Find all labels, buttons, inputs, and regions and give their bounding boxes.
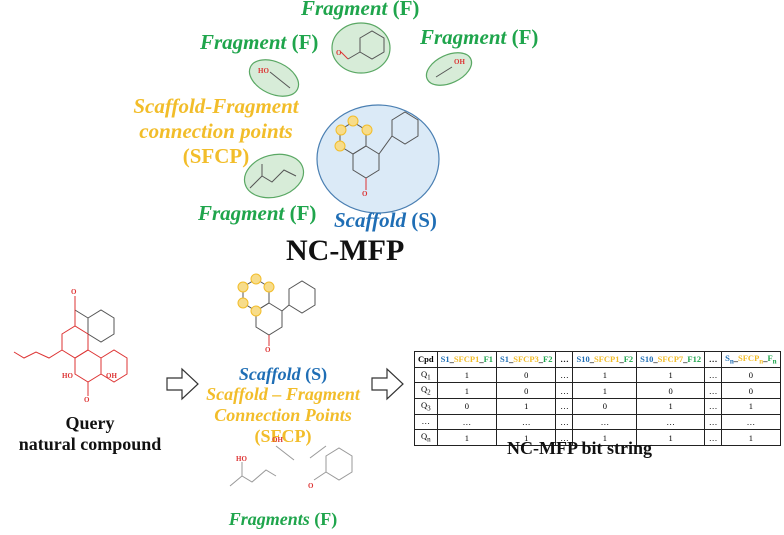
scaffold-label-top: Scaffold (S) (334, 208, 437, 232)
header-ellipsis-1: … (555, 351, 574, 368)
table-cell: 0 (721, 382, 781, 400)
row-cpd: … (414, 413, 438, 431)
fragment-label-right: Fragment (F) (420, 25, 539, 49)
table-header-row: Cpd S1_SFCP1_F1 S1_SFCP3_F2 … S10_SFCP1_… (414, 351, 781, 368)
fragments-structures (229, 445, 353, 487)
fragment-o-label: O (336, 49, 342, 57)
fragment-blob-right (425, 52, 473, 86)
fragment-label-top: Fragment (F) (301, 0, 420, 20)
table-row: … … … … … … … … (414, 413, 781, 431)
header-ellipsis-2: … (704, 351, 723, 368)
scaffold-circle (316, 104, 440, 214)
table-cell: 0 (572, 398, 638, 415)
fragment-blob-bottom (243, 153, 305, 199)
table-cell: 1 (721, 429, 781, 447)
table-cell: … (555, 413, 574, 431)
table-cell: 1 (436, 366, 498, 384)
frag-oh-label: OH (272, 436, 283, 444)
row-cpd: Q1 (414, 366, 438, 384)
bit-string-table: Cpd S1_SFCP1_F1 S1_SFCP3_F2 … S10_SFCP1_… (414, 351, 781, 447)
scaffold-bottom-o-label: O (265, 346, 271, 354)
arrow-right-2 (371, 367, 404, 401)
table-row: Q1 1 0 … 1 1 … 0 (414, 366, 781, 384)
table-cell: 1 (436, 382, 498, 400)
fragment-label-bottom: Fragment (F) (198, 201, 317, 225)
table-row: Q2 1 0 … 1 0 … 0 (414, 382, 781, 400)
table-cell: 0 (636, 382, 706, 400)
table-cell: 1 (436, 429, 498, 447)
bit-string-label: NC-MFP bit string (507, 438, 652, 458)
query-ho-label: HO (62, 372, 73, 380)
sfcp-label-top: Scaffold-Fragment connection points (SFC… (133, 94, 299, 168)
table-cell: 1 (636, 398, 706, 415)
row-cpd: Qn (414, 429, 438, 447)
table-row: Q3 0 1 … 0 1 … 1 (414, 398, 781, 415)
table-cell: 1 (496, 429, 557, 447)
query-o-label: O (71, 288, 77, 296)
header-cpd: Cpd (414, 351, 438, 368)
fragments-label: Fragments (F) (228, 509, 338, 529)
table-cell: … (704, 382, 723, 400)
table-cell: 1 (572, 366, 638, 384)
query-compound-structure (13, 296, 128, 396)
table-cell: … (555, 398, 574, 415)
sfcp-label-bottom: Scaffold – Fragment Connection Points (S… (206, 384, 360, 446)
scaffold-o-label: O (362, 190, 368, 198)
query-o2-label: O (84, 396, 90, 404)
header-col3: S10_SFCP1_F2 (572, 351, 638, 368)
table-cell: … (555, 366, 574, 384)
table-cell: 0 (436, 398, 498, 415)
frag-ho-label: HO (236, 455, 247, 463)
table-cell: 0 (496, 382, 557, 400)
table-cell: … (704, 398, 723, 415)
fragment-oh-label: OH (454, 58, 465, 66)
scaffold-structure (237, 273, 316, 346)
header-col4: S10_SFCP7_F12 (636, 351, 706, 368)
table-cell: 1 (636, 429, 706, 447)
header-col1: S1_SFCP1_F1 (436, 351, 498, 368)
fragment-ho-label: HO (258, 67, 269, 75)
scaffold-label-bottom: Scaffold (S) (238, 364, 328, 384)
nc-mfp-title: NC-MFP (286, 234, 405, 267)
table-cell: … (704, 366, 723, 384)
table-cell: … (704, 413, 723, 431)
table-cell: 0 (721, 366, 781, 384)
table-cell: 1 (721, 398, 781, 415)
query-oh-label: OH (106, 372, 117, 380)
fragment-label-left: Fragment (F) (200, 30, 319, 54)
row-cpd: Q2 (414, 382, 438, 400)
row-cpd: Q3 (414, 398, 438, 415)
table-row: Qn 1 1 … 1 1 … 1 (414, 429, 781, 447)
fragment-blob-left (248, 59, 300, 97)
frag-o-label: O (308, 482, 314, 490)
table-cell: … (555, 382, 574, 400)
table-cell: 1 (496, 398, 557, 415)
header-col5: Sn_SFCPn_Fn (721, 351, 781, 368)
header-col2: S1_SFCP3_F2 (496, 351, 557, 368)
fragment-blob-top (331, 22, 391, 74)
table-cell: … (496, 413, 557, 431)
table-cell: … (572, 413, 638, 431)
table-cell: 1 (636, 366, 706, 384)
table-cell: … (721, 413, 781, 431)
table-cell: … (555, 429, 574, 447)
table-cell: … (704, 429, 723, 447)
arrow-right-1 (166, 367, 199, 401)
query-label: Query natural compound (18, 413, 162, 454)
table-cell: … (636, 413, 706, 431)
table-cell: … (436, 413, 498, 431)
table-cell: 0 (496, 366, 557, 384)
table-cell: 1 (572, 382, 638, 400)
